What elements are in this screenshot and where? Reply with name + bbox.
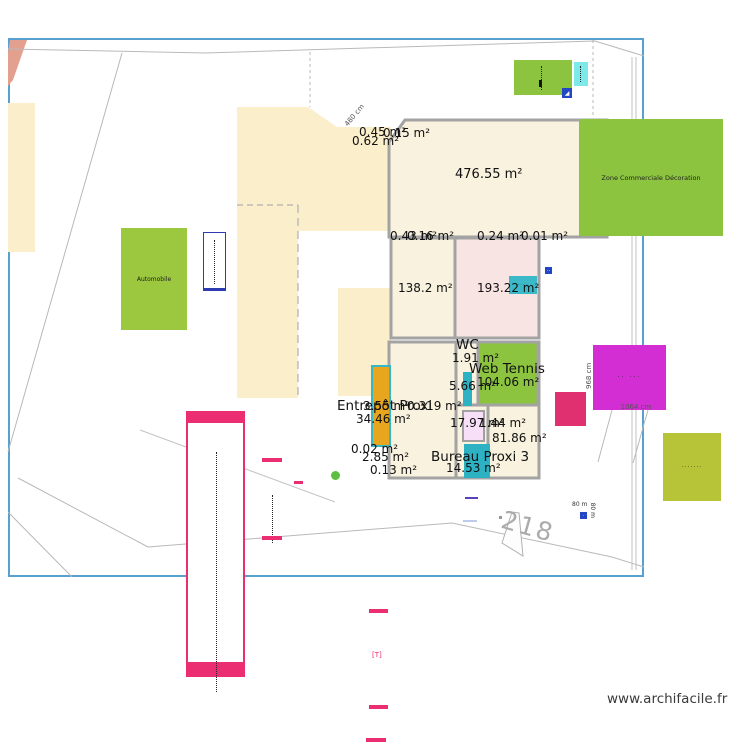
dimension-label-1064: 1064 cm xyxy=(620,403,652,411)
olive-box-label: ······· xyxy=(681,463,703,471)
area-label: 3.55 m² xyxy=(363,399,411,413)
dimension-label-968: 968 cm xyxy=(585,362,594,389)
crimson-box[interactable] xyxy=(555,392,586,426)
parcel-line-bottom xyxy=(147,522,645,568)
dotted-line-small xyxy=(272,495,273,543)
green-dot-marker xyxy=(331,471,340,480)
area-label-bureau: 14.53 m² xyxy=(446,461,501,475)
tall-building-band-top xyxy=(186,411,245,423)
magenta-building-box[interactable]: ·· ··· xyxy=(593,345,666,410)
blue-dash xyxy=(465,497,478,499)
terrain-yellow-left-strip xyxy=(8,103,35,252)
area-label-web-tennis: 104.06 m² xyxy=(477,375,540,389)
area-label: 0.43 m² xyxy=(390,229,438,243)
cyan-furniture-object[interactable]: ···· xyxy=(509,276,537,294)
axis-dotted-line xyxy=(216,452,217,692)
road-salmon xyxy=(8,40,27,86)
area-label: 0.16 m² xyxy=(407,229,455,243)
distance-label-80m-v: 80 m xyxy=(588,502,596,518)
area-label: 0.01 m² xyxy=(521,229,569,243)
area-label-138: 138.2 m² xyxy=(398,281,453,295)
olive-green-box[interactable]: ······· xyxy=(663,433,721,501)
zone-automobile-label: Automobile xyxy=(136,275,172,283)
watermark: www.archifacile.fr xyxy=(607,691,728,707)
area-label: 0.45 m² xyxy=(359,125,407,139)
pink-symbol: [T] xyxy=(372,651,382,659)
teal-object-2[interactable] xyxy=(464,444,490,478)
lavender-object[interactable] xyxy=(462,410,485,442)
terrain-yellow-center xyxy=(237,107,391,398)
room-name-bureau: Bureau Proxi 3 xyxy=(431,449,530,465)
area-label: 2.85 m² xyxy=(362,450,410,464)
cyan-object-label: ···· xyxy=(517,282,529,288)
magenta-box-label: ·· ··· xyxy=(617,374,642,381)
parcel-218-outline xyxy=(501,511,524,557)
area-label-193: 193.22 m² xyxy=(477,281,540,295)
dotted-line-marker xyxy=(541,66,542,90)
room-138[interactable] xyxy=(389,236,457,340)
area-label: 0.319 m² xyxy=(407,399,462,413)
distance-label-80m-h: 80 m xyxy=(572,501,588,508)
plan-page-frame xyxy=(8,38,644,577)
blue-outlined-object[interactable] xyxy=(203,232,226,291)
area-label: 5.66 m² xyxy=(449,379,497,393)
area-label: 1.44 m² xyxy=(479,416,527,430)
dotted-line-marker xyxy=(214,240,215,284)
tall-outlined-building[interactable] xyxy=(186,411,245,677)
area-label-main: 476.55 m² xyxy=(455,167,523,182)
pink-dash xyxy=(262,536,282,540)
pink-dash xyxy=(294,481,303,484)
area-label: 0.62 m² xyxy=(352,134,400,148)
room-name-wc: WC xyxy=(456,337,479,353)
marker-icon-2[interactable]: · xyxy=(580,512,587,519)
gold-selected-object[interactable] xyxy=(371,365,391,447)
zone-automobile-box[interactable]: Automobile xyxy=(121,228,187,330)
zone-commerciale-label: Zone Commerciale Décoration xyxy=(601,173,701,182)
black-mark xyxy=(539,80,542,87)
pink-dash xyxy=(262,458,282,462)
dotted-line-marker xyxy=(580,66,581,82)
area-label: 0.13 m² xyxy=(370,463,418,477)
leader-line-2 xyxy=(632,409,649,464)
area-label: 0.24 m² xyxy=(477,229,525,243)
top-cyan-object[interactable] xyxy=(574,62,588,86)
faint-blue-dash xyxy=(463,520,477,522)
teal-object-1[interactable] xyxy=(463,372,472,406)
cursor-icon[interactable]: ◢ xyxy=(562,88,572,98)
parcel-line-corner-1 xyxy=(17,477,149,548)
pink-dash xyxy=(366,738,386,742)
parcel-line-top xyxy=(7,40,645,57)
area-label: 0.02 m² xyxy=(351,442,399,456)
area-label-81: 81.86 m² xyxy=(492,431,547,445)
zone-commerciale-box[interactable]: Zone Commerciale Décoration xyxy=(579,119,723,236)
area-label-17: 17.97 m² xyxy=(450,416,505,430)
area-label: 0.15 m² xyxy=(383,126,431,140)
parcel-line-corner-2 xyxy=(7,511,73,578)
marker-icon[interactable]: ·· xyxy=(545,267,552,274)
small-gray-dot xyxy=(499,516,502,519)
area-label-entrepot: 34.46 m² xyxy=(356,412,411,426)
room-name-entrepot: Entrepôt Proxi xyxy=(337,398,433,414)
leader-line-1 xyxy=(597,409,613,463)
area-label-wc: 1.91 m² xyxy=(452,351,500,365)
room-name-web-tennis: Web Tennis xyxy=(469,361,545,377)
parcel-line-left-diagonal xyxy=(7,52,123,453)
pink-dash xyxy=(369,609,388,613)
pink-dash xyxy=(369,705,388,709)
tall-building-band-bottom xyxy=(186,662,245,675)
